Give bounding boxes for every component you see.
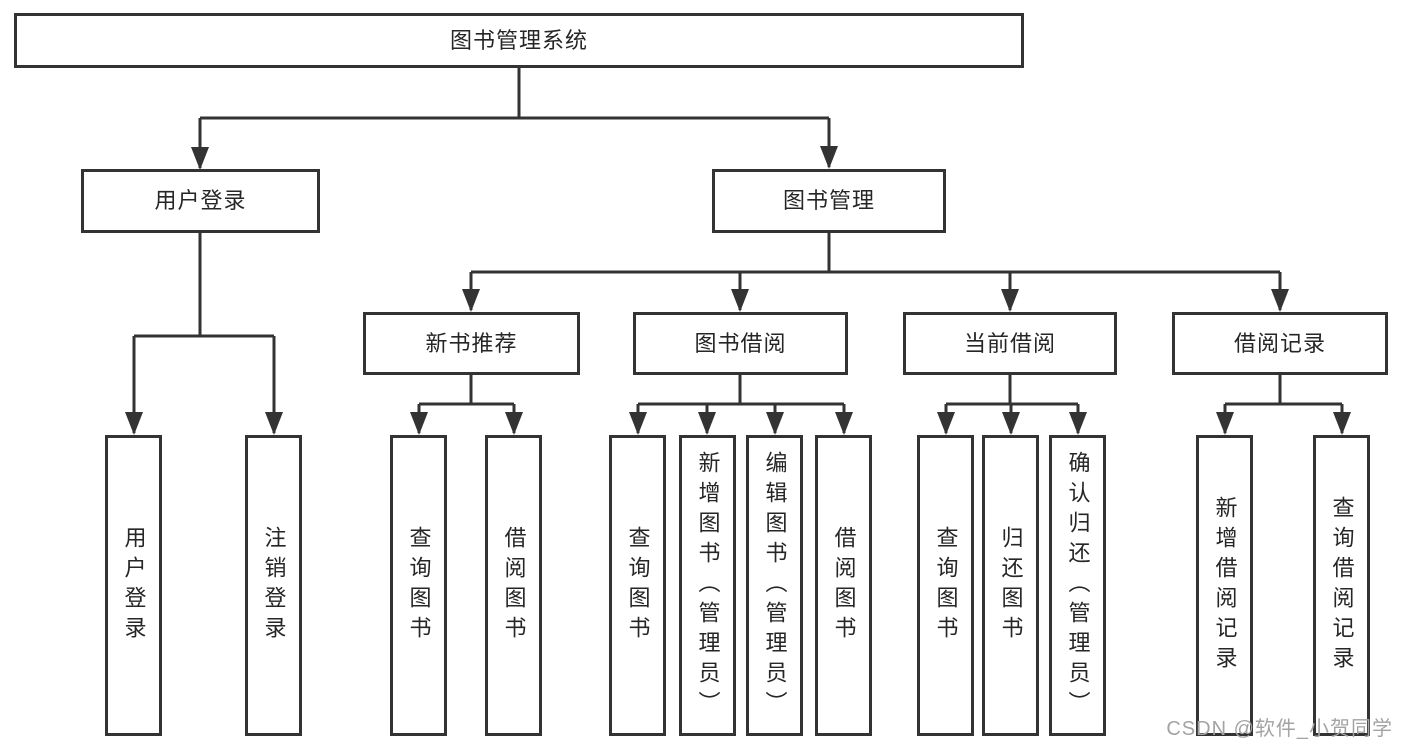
node-label: 用户登录 — [121, 525, 147, 646]
tree-edges — [132, 68, 1344, 433]
leaf-logout: 注销登录 — [245, 435, 302, 736]
node-label: 确认归还（管理员） — [1065, 450, 1091, 721]
leaf-borrowing-query-books: 查询图书 — [609, 435, 666, 736]
node-label: 编辑图书（管理员） — [762, 450, 788, 721]
node-book-management: 图书管理 — [712, 169, 946, 233]
leaf-recommend-borrow-books: 借阅图书 — [485, 435, 542, 736]
leaf-recommend-query-books: 查询图书 — [390, 435, 447, 736]
node-label: 用户登录 — [154, 188, 247, 213]
node-label: 注销登录 — [261, 525, 287, 646]
node-library-management-system: 图书管理系统 — [14, 13, 1024, 68]
node-label: 图书管理系统 — [449, 27, 588, 53]
node-borrowing-records: 借阅记录 — [1172, 312, 1388, 375]
node-current-borrowing: 当前借阅 — [903, 312, 1117, 375]
node-label: 新增图书（管理员） — [695, 450, 721, 721]
node-user-login: 用户登录 — [81, 169, 320, 233]
leaf-current-query-books: 查询图书 — [917, 435, 974, 736]
node-label: 查询图书 — [406, 525, 432, 646]
leaf-records-query-record: 查询借阅记录 — [1313, 435, 1370, 736]
node-label: 查询图书 — [625, 525, 651, 646]
node-label: 新增借阅记录 — [1212, 495, 1238, 676]
node-label: 图书管理 — [782, 188, 875, 213]
leaf-current-return-books: 归还图书 — [982, 435, 1039, 736]
node-label: 借阅图书 — [501, 525, 527, 646]
node-label: 当前借阅 — [963, 330, 1056, 356]
leaf-borrowing-add-books-admin: 新增图书（管理员） — [679, 435, 736, 736]
leaf-user-login: 用户登录 — [105, 435, 162, 736]
node-label: 查询借阅记录 — [1329, 495, 1355, 676]
leaf-borrowing-borrow-books: 借阅图书 — [815, 435, 872, 736]
node-label: 新书推荐 — [425, 330, 518, 356]
node-label: 借阅图书 — [831, 525, 857, 646]
node-label: 查询图书 — [933, 525, 959, 646]
leaf-borrowing-edit-books-admin: 编辑图书（管理员） — [746, 435, 803, 736]
node-new-book-recommendation: 新书推荐 — [363, 312, 580, 375]
arrowheads — [125, 146, 1351, 435]
leaf-current-confirm-return-admin: 确认归还（管理员） — [1049, 435, 1106, 736]
node-label: 归还图书 — [998, 525, 1024, 646]
node-label: 借阅记录 — [1233, 330, 1326, 356]
csdn-watermark: CSDN @软件_小贺同学 — [1166, 718, 1393, 740]
node-book-borrowing: 图书借阅 — [633, 312, 848, 375]
node-label: 图书借阅 — [694, 330, 787, 356]
leaf-records-add-record: 新增借阅记录 — [1196, 435, 1253, 736]
